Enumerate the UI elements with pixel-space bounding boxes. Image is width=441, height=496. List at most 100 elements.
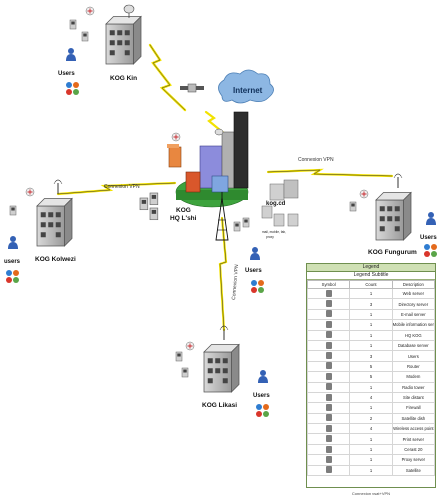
building-icon <box>36 197 73 247</box>
legend-count: 1 <box>349 339 393 352</box>
legend-symbol <box>306 319 351 331</box>
legend-count: 1 <box>349 319 393 331</box>
vpn-label-likasi: Connexion VPN <box>231 264 240 300</box>
user-icon <box>250 247 260 260</box>
server-icon <box>325 455 332 463</box>
legend-symbol <box>306 298 351 310</box>
server-icon <box>287 213 299 227</box>
legend-count: 1 <box>349 433 393 445</box>
legend-symbol <box>306 308 351 321</box>
legend-count: 1 <box>349 464 393 477</box>
legend-description: Directory server <box>391 298 436 310</box>
building-icon <box>203 343 240 393</box>
legend-count: 4 <box>349 423 393 435</box>
server-icon <box>325 445 332 453</box>
legend-description: Print server <box>391 433 436 445</box>
legend-description: Site distant <box>391 391 436 404</box>
legend-description: Web server <box>391 287 436 300</box>
legend-description: Firewall <box>391 402 436 414</box>
legend-symbol <box>306 339 351 352</box>
browser-icons <box>251 280 264 293</box>
legend-symbol <box>306 287 351 300</box>
legend-symbol <box>306 329 351 341</box>
site-label-kogcd: kog.cd <box>266 201 286 207</box>
legend-description: E-mail server <box>391 308 436 321</box>
legend-symbol <box>306 371 351 383</box>
wireless-ap-icon <box>393 173 403 189</box>
pc-icon <box>181 367 189 378</box>
router-icon <box>171 132 181 142</box>
server-icon <box>283 179 299 199</box>
users-label-fungurume: Users <box>420 235 437 241</box>
legend-symbol <box>306 402 351 414</box>
legend-header-count: Count <box>349 280 393 289</box>
directory-servers <box>139 192 159 221</box>
server-icon <box>273 213 285 227</box>
legend-description: Radio tower <box>391 381 436 393</box>
hq-servers-caption: mail, mobile, fab, proxy <box>262 230 287 239</box>
legend-description: HQ KOG <box>391 329 436 341</box>
user-icon <box>426 212 436 225</box>
legend-header-description: Description <box>391 280 436 289</box>
legend-symbol <box>306 464 351 477</box>
user-icon <box>258 370 268 383</box>
server-icon <box>325 289 332 297</box>
server-icon <box>269 183 285 201</box>
legend-description: Mobile information server <box>391 319 436 331</box>
user-icon <box>8 236 18 249</box>
legend-count: 2 <box>349 412 393 425</box>
building-icon <box>325 331 332 339</box>
site-label-hq: KOG HQ L'shi <box>170 207 197 222</box>
router-icon <box>359 189 369 199</box>
router-icon <box>25 187 35 197</box>
site-label-likasi: KOG Likasi <box>202 402 237 409</box>
router-icon <box>85 6 95 16</box>
legend-description: Users <box>391 350 436 362</box>
legend-symbol <box>306 381 351 393</box>
vpn-label-fungurume: Connexion VPN <box>298 157 334 163</box>
pc-icon <box>69 19 77 30</box>
site-hq: Users KOG HQ L'shi <box>139 111 264 293</box>
server-icon <box>325 435 332 443</box>
legend-description: Wireless access point <box>391 423 436 435</box>
legend-count: 1 <box>349 329 393 341</box>
legend-count: 1 <box>349 454 393 466</box>
firewall-icon <box>167 144 182 168</box>
legend-description: Router <box>391 360 436 373</box>
radio-tower-icon <box>215 192 229 241</box>
router-icon <box>185 341 195 351</box>
building-icon <box>325 393 332 401</box>
wireless-ap-icon <box>53 179 63 195</box>
legend-symbol <box>306 433 351 445</box>
internet-label: Internet <box>233 86 263 95</box>
server-icon <box>261 205 273 219</box>
legend-count: 1 <box>349 443 393 456</box>
firewall-icon <box>325 403 332 411</box>
legend-description: Satellite <box>391 464 436 477</box>
legend-count: 3 <box>349 350 393 362</box>
satellite-dish-icon <box>123 4 135 18</box>
radio-tower-icon <box>325 383 332 391</box>
satellite-icon <box>325 466 332 474</box>
legend-description: Proxy server <box>391 454 436 466</box>
site-likasi: Users KOG Likasi <box>175 325 270 417</box>
users-label-hq: Users <box>245 268 262 274</box>
browser-icons <box>424 244 437 257</box>
user-icon <box>66 48 76 61</box>
users-label-kin: Users <box>58 71 75 77</box>
building-icon <box>185 111 249 193</box>
pc-icon <box>81 31 89 42</box>
modem-icon <box>325 372 332 380</box>
site-label-fungurume: KOG Fungurum <box>368 249 417 256</box>
